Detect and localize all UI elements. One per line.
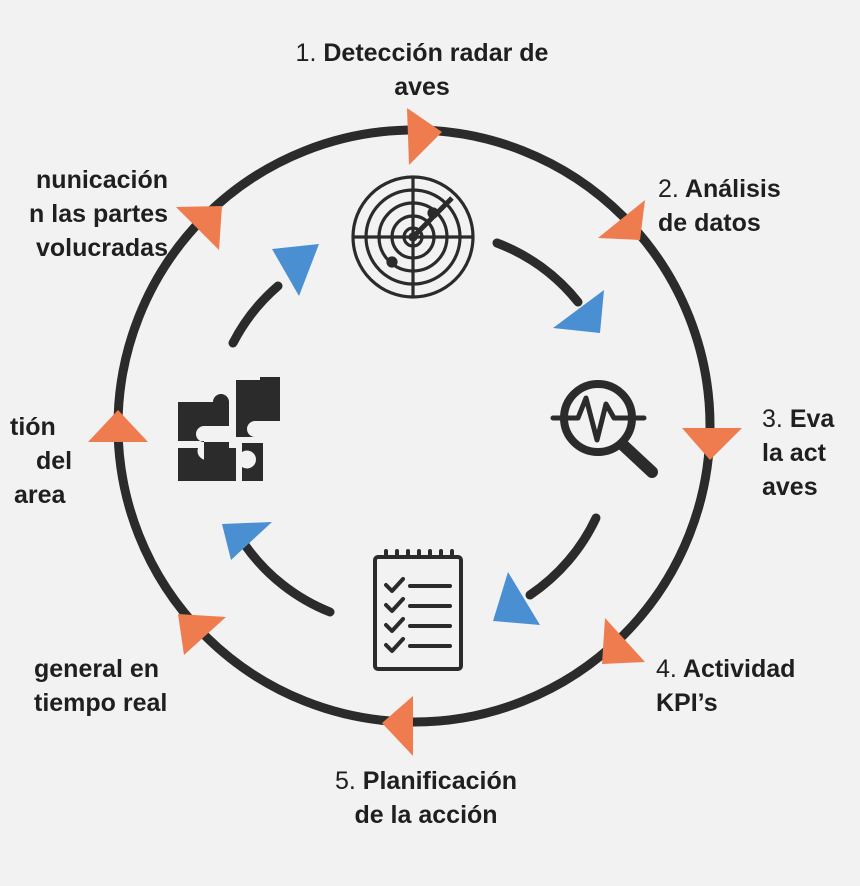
puzzle-icon	[178, 377, 280, 481]
step-2-label: 2. Análisis de datos	[658, 172, 781, 240]
step-1-number: 1.	[295, 39, 317, 67]
step-2-line-1: Análisis	[684, 175, 781, 203]
step-4-line-2: KPI’s	[656, 689, 718, 717]
step-7-label: tión del area	[10, 410, 72, 512]
step-8-line-3: volucradas	[35, 234, 168, 262]
step-6-line-2: tiempo real	[34, 689, 168, 717]
inner-arrow-3	[493, 572, 540, 625]
step-7-line-3: area	[14, 481, 66, 509]
step-1-label: 1. Detección radar de aves	[272, 36, 572, 104]
step-8-line-1: nunicación	[36, 166, 168, 194]
step-3-label: 3. Eva la act aves	[762, 402, 834, 504]
inner-arc-3	[240, 540, 335, 617]
inner-arrow-1	[272, 244, 319, 296]
inner-arc-1	[492, 238, 583, 307]
step-6-label: general en tiempo real	[34, 652, 167, 720]
inner-cycle-arcs	[228, 238, 601, 617]
step-7-line-1: tión	[10, 413, 56, 441]
step-4-line-1: Actividad	[682, 655, 796, 683]
step-3-line-3: aves	[762, 473, 818, 501]
inner-arrows	[222, 244, 604, 625]
outer-arrows	[88, 108, 742, 756]
step-5-number: 5.	[334, 767, 356, 795]
step-4-number: 4.	[656, 655, 677, 683]
step-7-line-2: del	[36, 447, 73, 475]
outer-arrow-8	[176, 206, 222, 250]
outer-arrow-4	[602, 618, 645, 664]
radar-icon	[351, 175, 475, 299]
step-5-line-2: de la acción	[354, 801, 498, 829]
inner-arc-4	[228, 281, 283, 348]
outer-arrow-1	[407, 108, 442, 165]
step-2-number: 2.	[658, 175, 679, 203]
inner-arc-2	[525, 513, 601, 600]
inner-arrow-2	[553, 290, 604, 333]
step-5-label: 5. Planificación de la acción	[276, 764, 576, 832]
inner-arrow-4	[222, 522, 272, 560]
outer-arrow-6	[178, 614, 226, 655]
step-8-label: nunicación n las partes volucradas	[0, 163, 168, 265]
outer-arrow-3	[682, 428, 742, 460]
step-2-line-2: de datos	[658, 209, 761, 237]
checklist-icon	[373, 549, 463, 671]
step-5-line-1: Planificación	[362, 767, 518, 795]
step-3-line-1: Eva	[789, 405, 835, 433]
step-1-line-2: aves	[394, 73, 450, 101]
step-3-line-2: la act	[762, 439, 826, 467]
step-1-line-1: Detección radar de	[323, 39, 549, 67]
outer-arrow-7	[88, 410, 148, 442]
step-4-label: 4. Actividad KPI’s	[656, 652, 795, 720]
outer-arrow-5	[382, 696, 413, 756]
outer-arrow-2	[598, 200, 645, 240]
chart-magnifier-icon	[550, 380, 658, 478]
step-3-number: 3.	[762, 405, 783, 433]
step-8-line-2: n las partes	[29, 200, 168, 228]
step-6-line-1: general en	[34, 655, 160, 683]
